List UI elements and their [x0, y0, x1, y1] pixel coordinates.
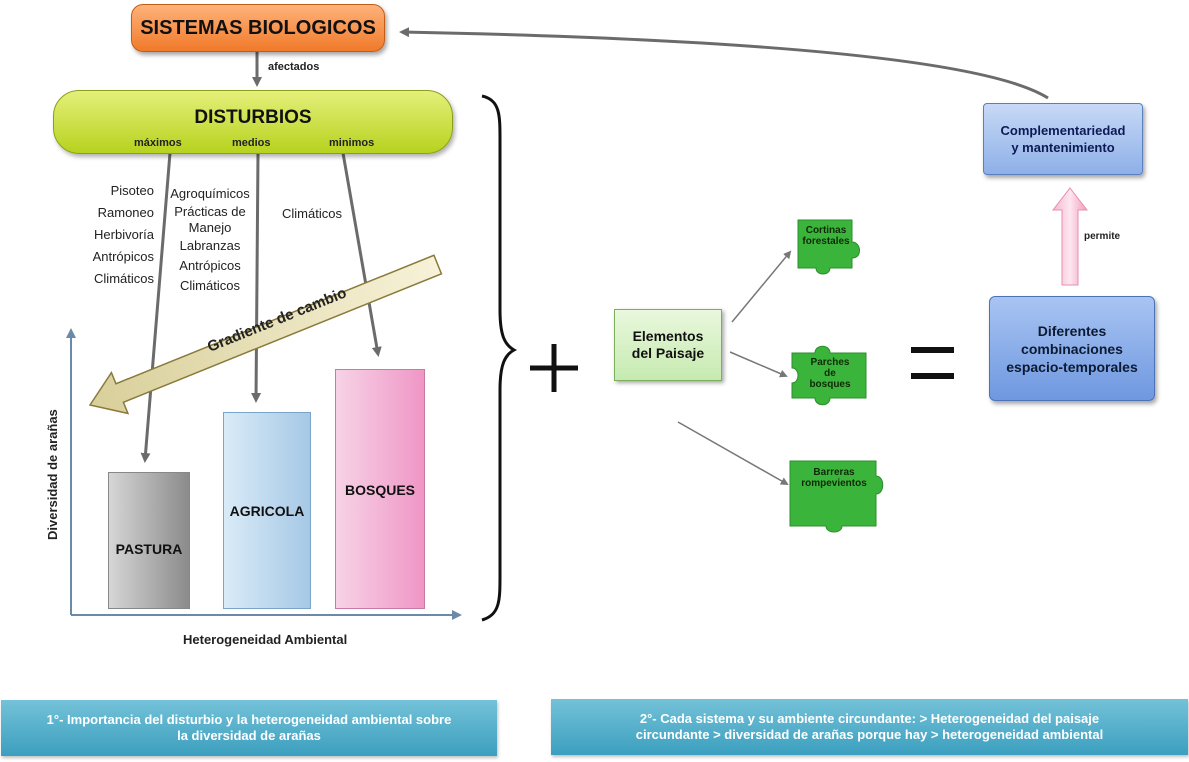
list-item: Prácticas de — [174, 204, 246, 219]
list-item: Climáticos — [180, 278, 240, 293]
bar-bosques: BOSQUES — [335, 369, 425, 609]
plus-sign — [530, 344, 578, 392]
arrow-to-cortinas — [731, 250, 792, 323]
disturbios-node: DISTURBIOS máximos medios minimos — [53, 90, 453, 154]
list-item: Pisoteo — [110, 183, 154, 198]
level-minimos: minimos — [329, 137, 375, 149]
list-item: Agroquímicos — [170, 186, 250, 201]
level-medios: medios — [232, 137, 271, 149]
cortinas-label: Cortinas forestales — [800, 225, 852, 247]
elementos-line2: del Paisaje — [631, 345, 705, 361]
list-item: Labranzas — [179, 238, 241, 253]
complementariedad-node: Complementariedad y mantenimiento — [983, 103, 1143, 175]
elementos-paisaje-node: Elementos del Paisaje — [614, 309, 722, 381]
arrow-maximos — [140, 152, 172, 463]
level-maximos: máximos — [134, 137, 182, 149]
diferentes-combinaciones-node: Diferentes combinaciones espacio-tempora… — [989, 296, 1155, 401]
bar-pastura-label: PASTURA — [115, 540, 183, 557]
barreras-line: Barreras — [813, 467, 855, 478]
arrow-to-barreras — [677, 421, 789, 485]
footer-2-line: 2°- Cada sistema y su ambiente circundan… — [639, 711, 1100, 726]
elementos-line1: Elementos — [632, 328, 704, 344]
footer-1-line: 1°- Importancia del disturbio y la heter… — [46, 712, 452, 727]
parches-line: bosques — [809, 379, 851, 390]
footer-conclusion-2: 2°- Cada sistema y su ambiente circundan… — [551, 699, 1188, 755]
gradient-arrow — [88, 254, 443, 415]
x-axis-label: Heterogeneidad Ambiental — [183, 632, 348, 647]
bar-agricola: AGRICOLA — [223, 412, 311, 609]
afectados-label: afectados — [268, 61, 320, 73]
barreras-line: rompevientos — [801, 478, 867, 489]
parches-line: de — [824, 368, 836, 379]
diferentes-line: espacio-temporales — [1006, 358, 1138, 375]
arrow-medios — [251, 152, 262, 403]
parches-line: Parches — [810, 357, 850, 368]
cortinas-line: forestales — [802, 236, 850, 247]
bar-pastura: PASTURA — [108, 472, 190, 609]
brace — [481, 94, 518, 622]
arrow-to-parches — [729, 351, 788, 378]
permite-label: permite — [1084, 231, 1121, 242]
footer-1-line: la diversidad de arañas — [177, 728, 321, 743]
equals-sign — [911, 347, 954, 379]
puzzle-parches — [791, 345, 867, 406]
bar-bosques-label: BOSQUES — [344, 482, 415, 498]
y-axis-label: Diversidad de arañas — [45, 409, 60, 540]
barreras-label: Barreras rompevientos — [792, 467, 876, 489]
list-item: Antrópicos — [179, 258, 241, 273]
sistemas-biologicos-node: SISTEMAS BIOLOGICOS — [131, 4, 385, 52]
puzzle-cortinas — [797, 219, 860, 275]
list-maximos: Pisoteo Ramoneo Herbivoría Antrópicos Cl… — [84, 180, 154, 290]
disturbios-title: DISTURBIOS — [194, 107, 312, 128]
permite-arrow — [1051, 187, 1089, 286]
arrow-minimos — [341, 152, 382, 357]
diferentes-line: combinaciones — [1021, 340, 1123, 357]
list-minimos: Climáticos — [282, 203, 342, 225]
bar-agricola-label: AGRICOLA — [229, 503, 305, 519]
footer-conclusion-1: 1°- Importancia del disturbio y la heter… — [1, 700, 497, 756]
list-item: Manejo — [188, 220, 232, 235]
list-item: Climáticos — [94, 271, 154, 286]
return-arrow — [399, 27, 1049, 100]
list-item: Herbivoría — [94, 227, 154, 242]
list-medios: Agroquímicos Prácticas de Manejo Labranz… — [160, 184, 260, 296]
list-item: Climáticos — [282, 206, 342, 221]
diferentes-line: Diferentes — [1037, 322, 1107, 339]
sistemas-title: SISTEMAS BIOLOGICOS — [140, 16, 376, 39]
list-item: Ramoneo — [97, 205, 154, 220]
puzzle-barreras — [789, 460, 884, 533]
list-item: Antrópicos — [92, 249, 154, 264]
footer-2-line: circundante > diversidad de arañas porqu… — [635, 727, 1104, 742]
parches-label: Parches de bosques — [796, 357, 864, 390]
cortinas-line: Cortinas — [805, 225, 847, 236]
complement-line: Complementariedad — [1000, 123, 1126, 138]
complement-line: y mantenimiento — [1011, 140, 1115, 155]
